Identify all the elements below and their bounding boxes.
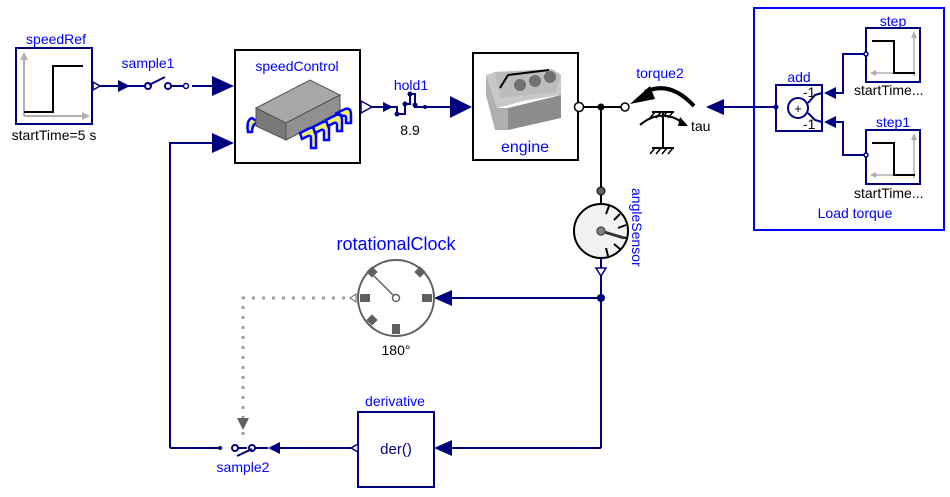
- rotationalclock-param: 180°: [382, 342, 411, 358]
- torque2-tau-label: tau: [691, 118, 710, 134]
- speedref-name: speedRef: [26, 31, 86, 47]
- derivative-input-arrow: [434, 440, 452, 456]
- speedcontrol-input2-arrow: [212, 133, 234, 153]
- sample2-block[interactable]: sample2: [217, 444, 270, 475]
- rotationalclock-output-port[interactable]: [349, 293, 357, 303]
- sample2-name: sample2: [217, 459, 270, 475]
- step1-output-port[interactable]: [863, 152, 869, 158]
- engine-block[interactable]: engine: [472, 52, 585, 161]
- torque2-block[interactable]: torque2 tau: [620, 65, 710, 155]
- speedcontrol-name: speedControl: [255, 58, 338, 74]
- sample2-input-arrow: [268, 442, 280, 454]
- add-symbol: +: [794, 101, 802, 116]
- step-param: startTime...: [854, 82, 924, 98]
- anglesensor-block[interactable]: angleSensor: [573, 186, 645, 278]
- engine-icon: [486, 69, 561, 130]
- derivative-block[interactable]: derivative der(): [349, 393, 435, 488]
- engine-label: engine: [501, 139, 549, 156]
- step1-name: step1: [876, 114, 910, 130]
- add-gain2: -1: [803, 116, 816, 132]
- sample1-block[interactable]: sample1: [122, 55, 190, 90]
- step-name: step: [880, 13, 907, 29]
- load-torque-group[interactable]: Load torque add + -1 -1 step startTime..…: [753, 7, 945, 231]
- switch-blade-icon: [148, 76, 166, 86]
- microchip-icon: [246, 79, 353, 150]
- add-name: add: [787, 69, 810, 85]
- load-torque-label: Load torque: [818, 205, 893, 221]
- anglesensor-name: angleSensor: [629, 188, 645, 267]
- derivative-label: der(): [380, 441, 412, 458]
- step-curve-icon: [24, 65, 83, 113]
- speedcontrol-block[interactable]: speedControl: [234, 49, 374, 164]
- clock-input-arrow: [434, 290, 452, 306]
- engine-input-arrow: [450, 96, 472, 118]
- speedcontrol-input1-arrow: [212, 76, 234, 96]
- wire-step1-add[interactable]: [826, 121, 866, 156]
- derivative-name: derivative: [365, 393, 425, 409]
- add-input2-arrow: [824, 116, 836, 128]
- speedcontrol-output-port[interactable]: [360, 99, 374, 115]
- switch-blade-icon: [236, 448, 253, 457]
- torque2-name: torque2: [636, 65, 684, 81]
- switch-contact-icon: [231, 444, 239, 452]
- add-input1-arrow: [824, 87, 836, 99]
- clock-hand-icon: [373, 275, 397, 299]
- wire-clock-sample2[interactable]: [241, 296, 355, 418]
- hold1-name: hold1: [394, 77, 428, 93]
- zero-order-hold-icon: [393, 93, 425, 115]
- load-torque-frame[interactable]: [753, 7, 945, 231]
- derivative-output-port[interactable]: [349, 442, 359, 454]
- engine-flange-port[interactable]: [573, 101, 585, 113]
- connections: [95, 53, 866, 456]
- add-block[interactable]: add + -1 -1: [773, 69, 823, 132]
- step-block[interactable]: step startTime...: [854, 13, 924, 98]
- rotationalclock-block[interactable]: rotationalClock 180°: [336, 234, 456, 358]
- step1-block[interactable]: step1 startTime...: [854, 114, 924, 201]
- add-gain1: -1: [803, 84, 816, 100]
- sum-icon: [787, 97, 809, 119]
- add-output-port[interactable]: [773, 104, 779, 110]
- step-curve-icon: [872, 40, 915, 74]
- speedref-block[interactable]: speedRef startTime=5 s: [12, 31, 102, 143]
- step-curve-icon: [872, 142, 915, 176]
- hold1-param: 8.9: [400, 122, 420, 138]
- speedref-output-port[interactable]: [92, 80, 102, 92]
- hold1-block[interactable]: hold1 8.9: [393, 77, 428, 138]
- torque2-input-arrow: [706, 99, 724, 115]
- torque2-flange-port[interactable]: [620, 102, 630, 112]
- sample1-input-arrow: [118, 80, 130, 92]
- sample2-clock-arrow: [237, 418, 249, 430]
- speedref-param: startTime=5 s: [12, 127, 97, 143]
- sample1-name: sample1: [122, 55, 175, 71]
- hold1-input-arrow: [383, 102, 393, 112]
- step-output-port[interactable]: [863, 51, 869, 57]
- anglesensor-output-port[interactable]: [594, 267, 608, 278]
- step1-param: startTime...: [854, 185, 924, 201]
- derivative-box[interactable]: [357, 411, 435, 488]
- anglesensor-flange-port[interactable]: [596, 186, 606, 196]
- wire-feedback-speedcontrol[interactable]: [169, 142, 212, 448]
- rotationalclock-name: rotationalClock: [336, 234, 456, 254]
